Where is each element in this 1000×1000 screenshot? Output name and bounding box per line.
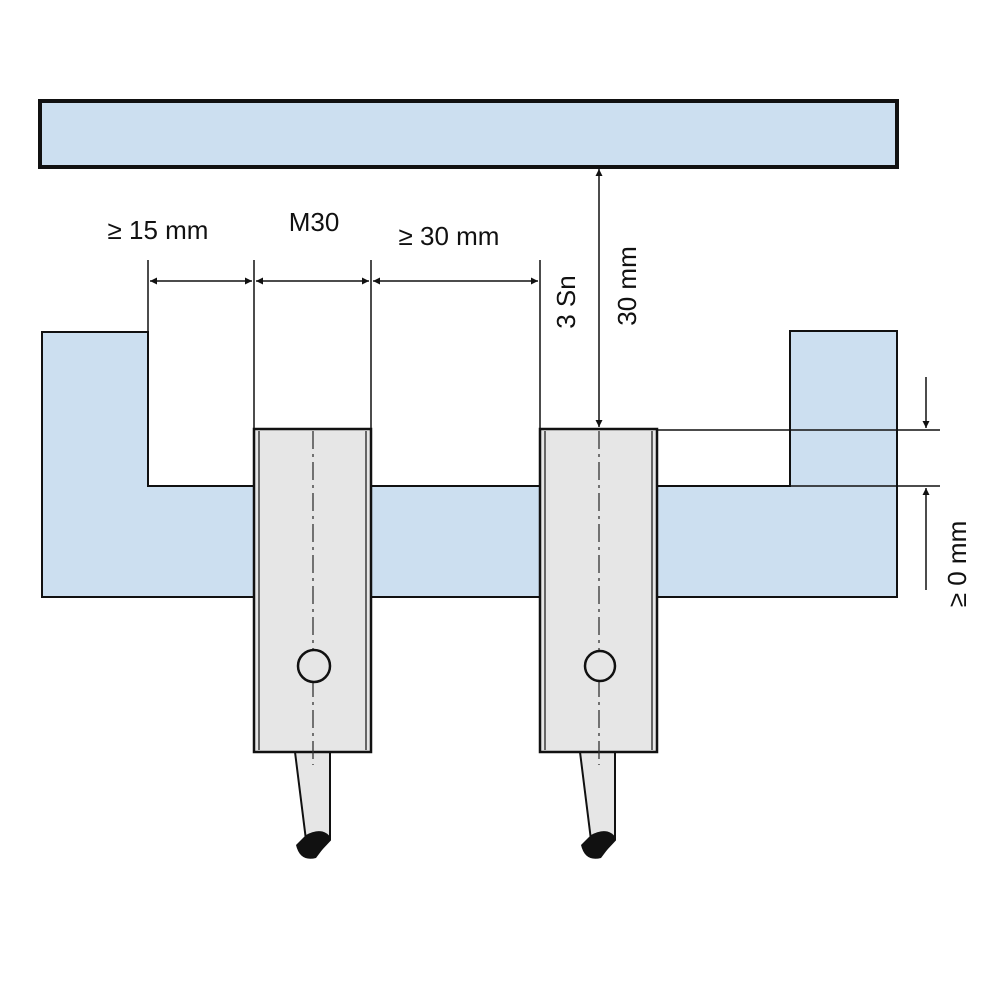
right-sensor-cable (578, 751, 616, 859)
mounting-bracket (41, 330, 898, 598)
label-gap-left: ≥ 15 mm (108, 215, 209, 245)
label-sensing-3sn: 3 Sn (551, 275, 581, 329)
left-sensor (252, 427, 373, 765)
label-target-distance: 30 mm (612, 246, 642, 325)
right-sensor (538, 427, 659, 765)
left-sensor-led (296, 648, 332, 684)
label-flush-depth: ≥ 0 mm (942, 521, 972, 608)
target-plate (38, 99, 899, 169)
label-sensor-size: M30 (289, 207, 340, 237)
label-gap-between: ≥ 30 mm (399, 221, 500, 251)
extension-lines (147, 260, 940, 487)
right-sensor-led (583, 649, 617, 683)
left-sensor-cable (293, 751, 331, 859)
